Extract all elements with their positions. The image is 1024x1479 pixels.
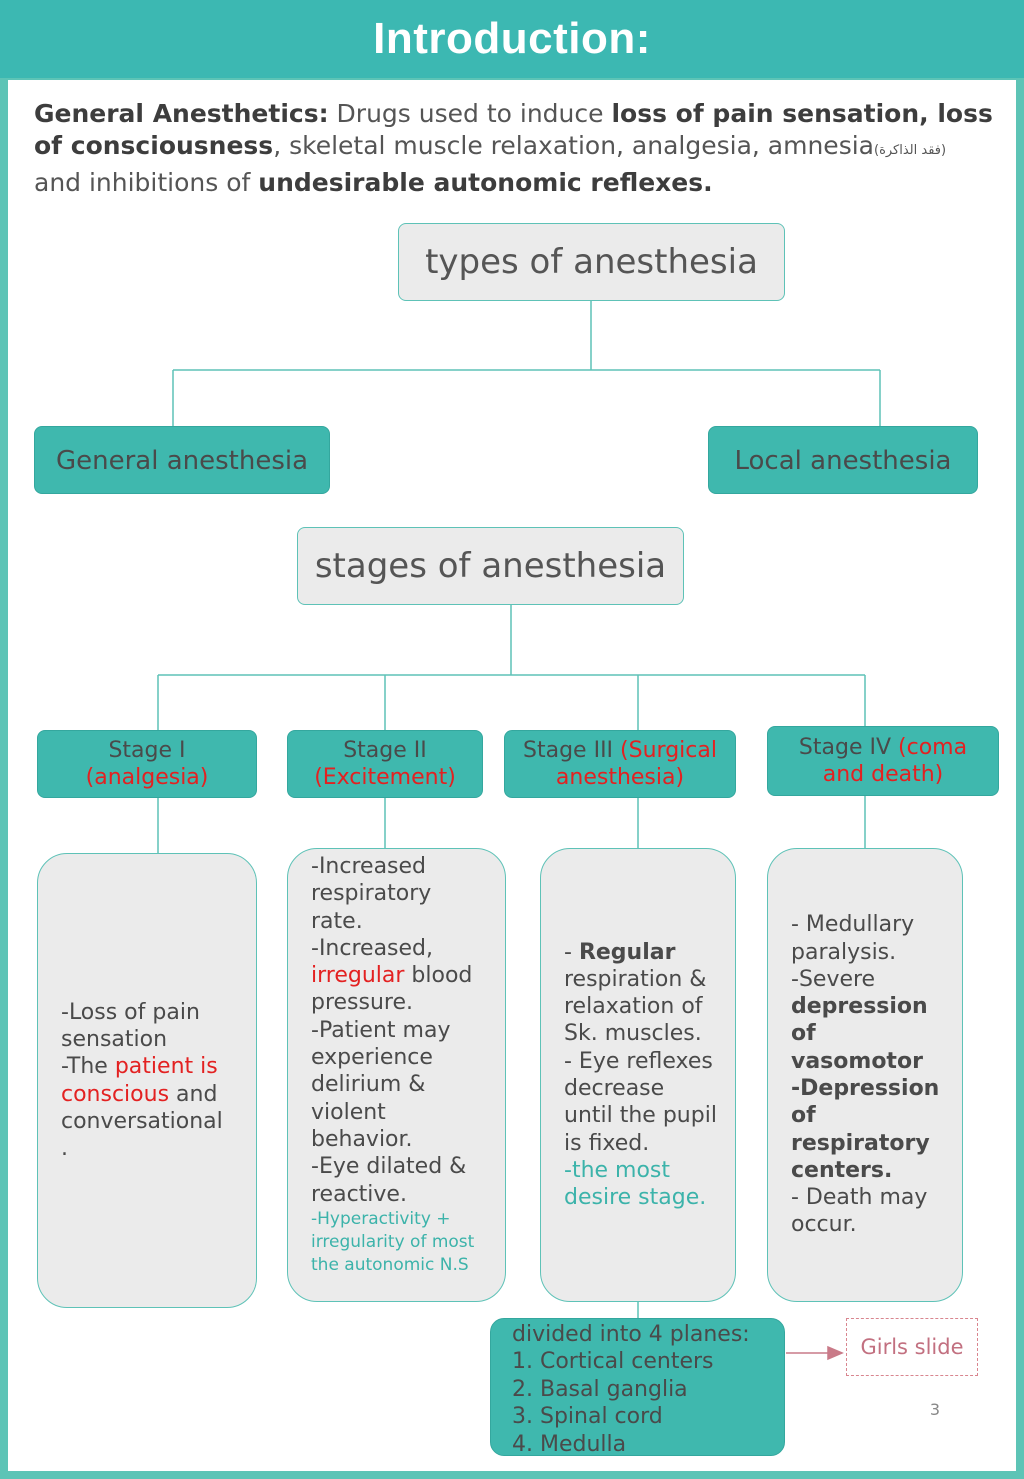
stage-3-line: - Eye reflexes decrease until the pupil … [564, 1048, 717, 1156]
stage-2-line: -Hyperactivity + irregularity of most th… [311, 1208, 475, 1275]
desc-highlight: irregular [311, 963, 405, 989]
stage-4-box: Stage IV (coma and death) [767, 726, 999, 796]
planes-box: divided into 4 planes: 1. Cortical cente… [490, 1318, 785, 1457]
desc-bold: Regular [578, 939, 676, 965]
stage-3-name: Stage III [523, 738, 614, 763]
desc-text: blood pressure. [311, 963, 473, 1016]
stage-1-line: -The patient is conscious and conversati… [61, 1053, 240, 1135]
stage-3-subtitle-cont: anesthesia) [555, 765, 685, 790]
stage-4-line: -Severe depression of vasomotor [791, 966, 946, 1075]
stage-2-line: -Eye dilated & reactive. [311, 1154, 467, 1207]
stage-1-box: Stage I (analgesia) [37, 730, 257, 798]
intro-arabic: (فقد الذاكرة) [873, 143, 947, 158]
desc-bold: depression of vasomotor [791, 994, 928, 1074]
planes-title: divided into 4 planes: [512, 1322, 750, 1347]
stage-1-line: -Loss of pain sensation [61, 999, 200, 1052]
stage-4-line: -Depression of respiratory centers. [791, 1076, 940, 1183]
stage-4-subtitle: (coma [898, 735, 968, 760]
intro-term: General Anesthetics: [34, 99, 329, 128]
stage-2-subtitle: (Excitement) [314, 765, 456, 790]
page-number: 3 [929, 1400, 941, 1419]
stages-root-label: stages of anesthesia [314, 546, 667, 586]
intro-paragraph: General Anesthetics: Drugs used to induc… [34, 98, 994, 199]
stage-3-box: Stage III (Surgical anesthesia) [504, 730, 736, 798]
stage-4-subtitle-cont: and death) [822, 762, 944, 787]
stages-of-anesthesia-box: stages of anesthesia [297, 527, 684, 605]
stage-2-box: Stage II (Excitement) [287, 730, 483, 798]
desc-text: -The [61, 1054, 115, 1080]
stage-3-subtitle: (Surgical [620, 738, 717, 763]
intro-bold: loss of pain sensation, loss of consciou… [34, 99, 993, 160]
intro-text: and inhibitions of [34, 168, 259, 197]
desc-text: - [564, 939, 579, 965]
intro-text: Drugs used to induce [328, 99, 612, 128]
types-of-anesthesia-box: types of anesthesia [398, 223, 785, 301]
girls-slide-label: Girls slide [860, 1335, 964, 1359]
general-anesthesia-box: General anesthesia [34, 426, 330, 494]
plane-item: 3. Spinal cord [512, 1404, 663, 1430]
page-title: Introduction: [373, 14, 651, 63]
stage-2-line: -Increased respiratory rate. [311, 854, 432, 934]
stage-3-line: - Regular respiration & relaxation of Sk… [564, 939, 719, 1048]
desc-text: and conversational [61, 1081, 223, 1134]
stage-2-line: -Patient may experience delirium & viole… [311, 1017, 451, 1152]
stage-1-name: Stage I [108, 738, 186, 763]
stage-1-description: -Loss of pain sensation -The patient is … [37, 853, 257, 1308]
stage-4-name: Stage IV [798, 735, 892, 760]
intro-text: , skeletal muscle relaxation, analgesia,… [273, 131, 874, 160]
stage-3-line: -the most desire stage. [564, 1157, 707, 1211]
stage-1-line: . [61, 1136, 68, 1162]
plane-item: 2. Basal ganglia [512, 1376, 688, 1402]
plane-item: 4. Medulla [512, 1431, 627, 1457]
stage-2-name: Stage II [343, 738, 427, 763]
desc-text: respiration & relaxation of Sk. muscles. [564, 966, 707, 1047]
stage-3-description: - Regular respiration & relaxation of Sk… [540, 848, 736, 1302]
stage-4-line: - Death may occur. [791, 1185, 928, 1238]
stage-4-line: - Medullary paralysis. [791, 912, 915, 965]
intro-bold: undesirable autonomic reflexes. [258, 168, 713, 197]
desc-text: -Severe [791, 966, 876, 992]
stage-2-description: -Increased respiratory rate. -Increased,… [287, 848, 506, 1302]
header-bar: Introduction: [0, 0, 1024, 78]
general-anesthesia-label: General anesthesia [55, 446, 309, 476]
girls-slide-note: Girls slide [846, 1318, 978, 1376]
types-root-label: types of anesthesia [425, 242, 758, 282]
local-anesthesia-box: Local anesthesia [708, 426, 978, 494]
stage-4-description: - Medullary paralysis. -Severe depressio… [767, 848, 963, 1302]
desc-text: -Increased, [311, 935, 433, 961]
plane-item: 1. Cortical centers [512, 1349, 714, 1375]
local-anesthesia-label: Local anesthesia [734, 446, 952, 476]
stage-1-subtitle: (analgesia) [85, 765, 209, 790]
desc-highlight: patient is conscious [61, 1054, 218, 1107]
stage-2-line: -Increased, irregular blood pressure. [311, 935, 489, 1017]
